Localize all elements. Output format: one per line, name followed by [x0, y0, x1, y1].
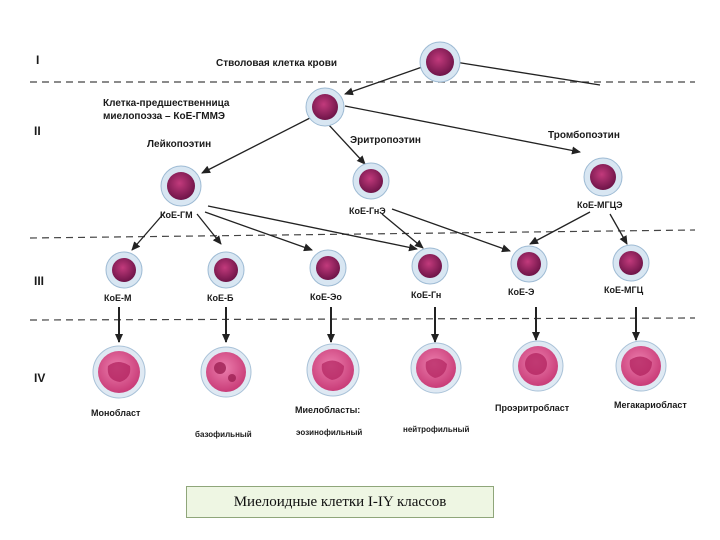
label-koe-b: КоЕ-Б: [207, 293, 234, 303]
arrow-gm-to-b: [196, 213, 222, 245]
label-megakaryoblast: Мегакариобласт: [614, 400, 687, 410]
label-koe-eo: КоЕ-Эо: [310, 292, 342, 302]
label-monoblast: Монобласт: [91, 408, 141, 418]
label-proerythroblast: Проэритробласт: [495, 403, 570, 413]
label-stem: Стволовая клетка крови: [216, 58, 337, 69]
koe-e-cell: [510, 245, 548, 283]
label-precursor-1: Клетка-предшественница: [103, 98, 230, 109]
label-thrombopoietin: Тромбопоэтин: [548, 129, 620, 141]
neutrophilic-cell: [410, 342, 462, 394]
level-labels: I II III IV: [34, 53, 45, 385]
arrow-mgce-to-e: [529, 211, 591, 245]
level-label-2: II: [34, 124, 41, 138]
basophilic-cell: [200, 346, 252, 398]
label-koe-gne: КоЕ-ГнЭ: [349, 206, 386, 216]
label-eosinophilic: эозинофильный: [296, 428, 362, 437]
proerythroblast-cell: [512, 340, 564, 392]
label-koe-mgc: КоЕ-МГЦ: [604, 285, 644, 295]
arrow-gne-to-e: [391, 208, 511, 253]
label-leukopoietin: Лейкопоэтин: [147, 139, 211, 150]
arrow-precursor-to-gne: [327, 123, 366, 165]
koe-mgc-cell: [612, 244, 650, 282]
koe-mgce-cell: [583, 157, 623, 197]
label-precursor-2: миелопоэза – КоЕ-ГММЭ: [103, 111, 225, 122]
arrow-gne-to-gn: [381, 213, 424, 249]
koe-gm-cell: [160, 165, 202, 207]
divider-3: [29, 317, 696, 321]
cell-labels: Стволовая клетка крови Клетка-предшестве…: [91, 58, 687, 439]
label-koe-mgce: КоЕ-МГЦЭ: [577, 200, 623, 210]
stem-cell: [419, 41, 461, 83]
level-label-4: IV: [34, 371, 45, 385]
label-koe-gm: КоЕ-ГМ: [160, 210, 193, 220]
monoblast-cell: [92, 345, 146, 399]
arrow-gm-to-gn: [207, 205, 418, 252]
caption-text: Миелоидные клетки I-IY классов: [233, 493, 447, 510]
arrow-gm-to-m: [131, 211, 166, 251]
label-koe-gn: КоЕ-Гн: [411, 290, 441, 300]
megakaryoblast-cell: [615, 340, 667, 392]
arrow-precursor-to-mgce: [344, 105, 581, 155]
label-myeloblasts: Миелобласты:: [295, 405, 360, 415]
arrow-mgce-to-mgc: [609, 213, 628, 245]
level-label-1: I: [36, 53, 39, 67]
down-arrows: [115, 307, 640, 343]
arrows: [131, 61, 628, 253]
koe-gn-cell: [411, 247, 449, 285]
koe-eo-cell: [309, 249, 347, 287]
caption: Миелоидные клетки I-IY классов: [186, 486, 494, 518]
precursor-cell: [305, 87, 345, 127]
divider-2: [29, 229, 696, 239]
eosinophilic-cell: [306, 343, 360, 397]
label-erythropoietin: Эритропоэтин: [350, 135, 421, 146]
arrow-precursor-to-gm: [201, 117, 311, 174]
koe-m-cell: [105, 251, 143, 289]
line-stem-right: [454, 61, 601, 86]
label-neutrophilic: нейтрофильный: [403, 425, 469, 434]
level-label-3: III: [34, 274, 44, 288]
arrow-stem-to-precursor: [344, 65, 426, 96]
label-basophilic: базофильный: [195, 430, 252, 439]
koe-gne-cell: [352, 162, 390, 200]
label-koe-m: КоЕ-М: [104, 293, 132, 303]
koe-b-cell: [207, 251, 245, 289]
arrow-gm-to-eo: [204, 211, 313, 252]
label-koe-e: КоЕ-Э: [508, 287, 535, 297]
